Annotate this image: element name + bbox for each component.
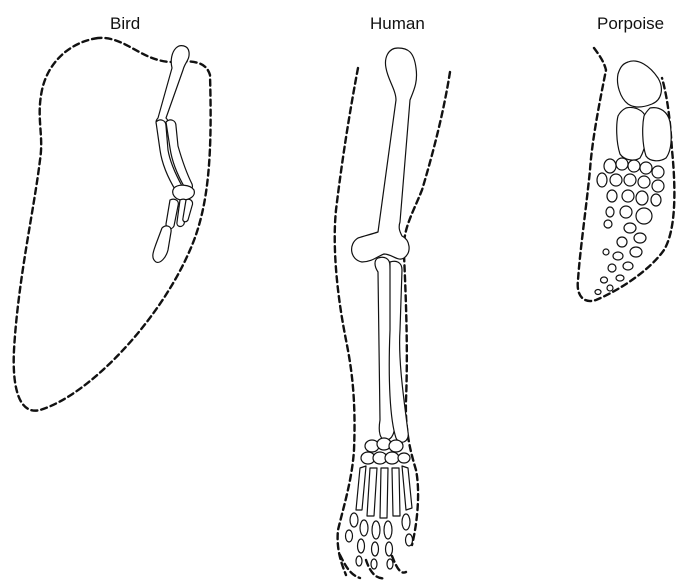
porpoise-humerus xyxy=(617,61,661,107)
bird-phalanx xyxy=(153,226,171,262)
human-arm-outline-right xyxy=(404,72,450,545)
human-arm-outline-left xyxy=(335,68,358,575)
human-arm xyxy=(335,48,450,578)
human-metacarpals xyxy=(356,466,412,518)
bird-carpals xyxy=(173,185,195,200)
bird-wing xyxy=(14,38,211,411)
porpoise-carpals-phalanges xyxy=(595,158,664,295)
porpoise-ulna xyxy=(643,108,672,161)
human-phalanges xyxy=(346,513,413,569)
porpoise-flipper xyxy=(578,48,675,301)
bird-humerus xyxy=(156,46,189,128)
